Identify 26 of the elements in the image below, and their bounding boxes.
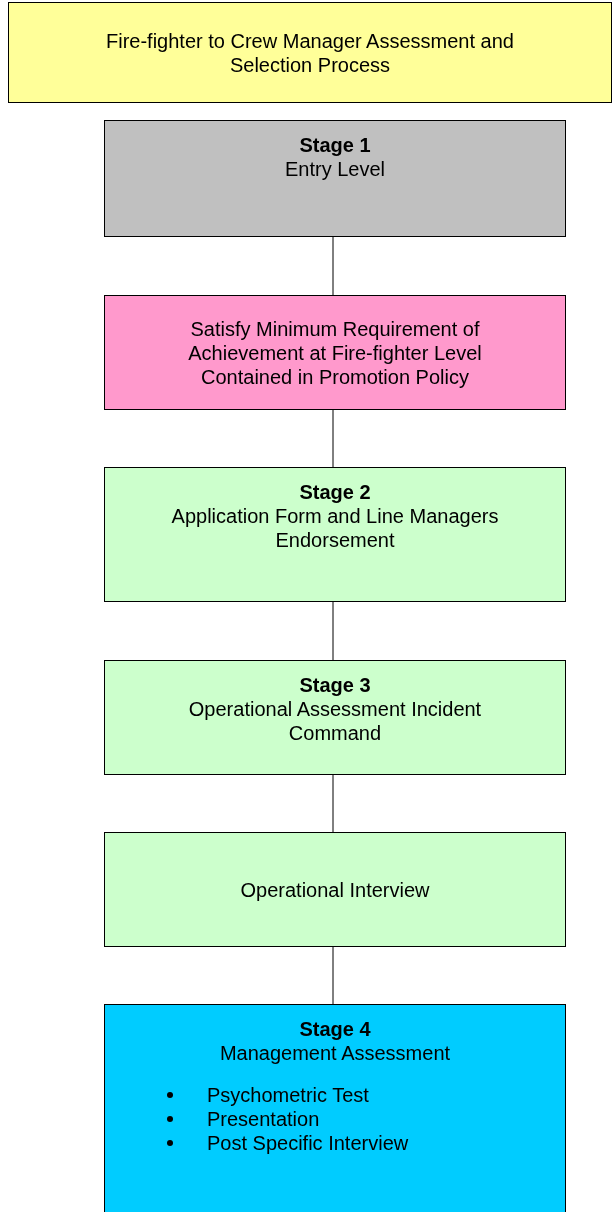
connector-line <box>332 236 334 296</box>
stage-heading: Stage 1 <box>299 133 371 157</box>
connector-line <box>332 409 334 468</box>
connector-line <box>332 774 334 833</box>
title-box <box>8 2 612 103</box>
box-text: Operational Interview <box>240 877 430 902</box>
stage-box <box>104 120 566 237</box>
bullet-item: Post Specific Interview <box>207 1131 409 1155</box>
stage-heading: Stage 4 <box>299 1017 371 1041</box>
stage-description: Operational Assessment Incident Command <box>187 697 483 745</box>
connector-line <box>332 946 334 1005</box>
stage-description: Entry Level <box>284 157 386 181</box>
bullet-item: Psychometric Test <box>207 1083 369 1107</box>
requirement-box <box>104 295 566 410</box>
stage-heading: Stage 3 <box>299 673 371 697</box>
stage-box <box>104 467 566 602</box>
stage-description: Application Form and Line Managers Endorsement <box>170 504 500 552</box>
box-text: Satisfy Minimum Requirement of Achievement at Fire-fighter Level Contained in Promotion Policy <box>187 316 483 389</box>
interview-box <box>104 832 566 947</box>
box-text: Fire-fighter to Crew Manager Assessment and Selection Process <box>105 28 515 77</box>
stage-description: Management Assessment <box>219 1041 451 1065</box>
connector-line <box>332 601 334 661</box>
bullet-item: Presentation <box>207 1107 320 1131</box>
stage-box <box>104 660 566 775</box>
stage-heading: Stage 2 <box>299 480 371 504</box>
stage-box <box>104 1004 566 1212</box>
